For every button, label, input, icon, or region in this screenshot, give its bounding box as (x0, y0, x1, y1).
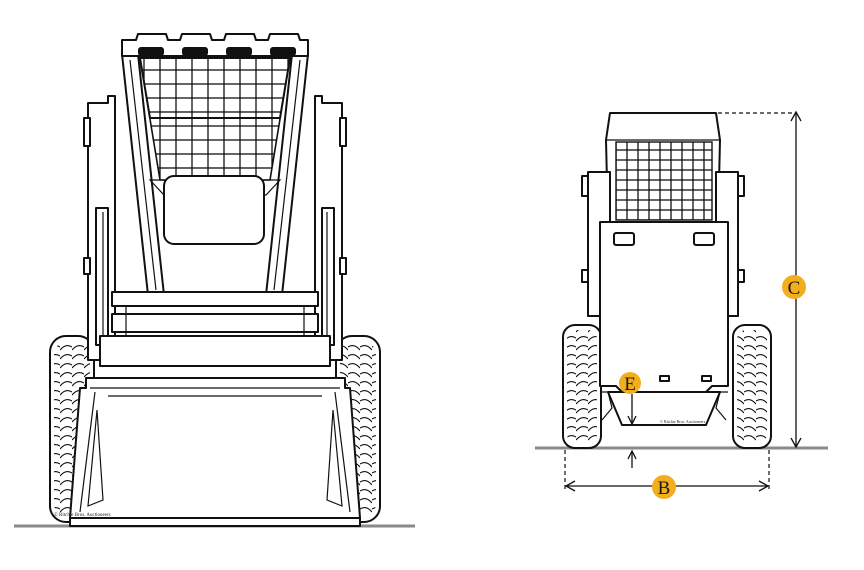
front-lower-body (99, 335, 331, 367)
badge-b (652, 475, 676, 499)
rear-view: © Ritchie Bros. Auctioneers C E (535, 110, 828, 499)
rear-left-tire (562, 324, 602, 449)
label-b: B (658, 478, 671, 499)
dimension-b: B (564, 450, 770, 499)
dimension-e: E (619, 372, 641, 468)
badge-c (782, 275, 806, 299)
front-view: © Ritchie Bros. Auctioneers (14, 33, 415, 528)
front-cab-window (163, 175, 265, 245)
rear-copyright: © Ritchie Bros. Auctioneers (660, 419, 706, 424)
dimension-c: C (718, 110, 806, 449)
label-e: E (624, 374, 636, 395)
front-copyright: © Ritchie Bros. Auctioneers (54, 512, 111, 518)
label-c: C (788, 278, 801, 299)
front-bucket (69, 377, 361, 519)
rear-right-tire (732, 324, 772, 449)
front-roof-bar (121, 33, 309, 57)
rear-engine-door (599, 221, 729, 393)
front-crossbar (111, 291, 319, 307)
rear-window-mesh (615, 141, 713, 221)
badge-e (619, 372, 641, 394)
